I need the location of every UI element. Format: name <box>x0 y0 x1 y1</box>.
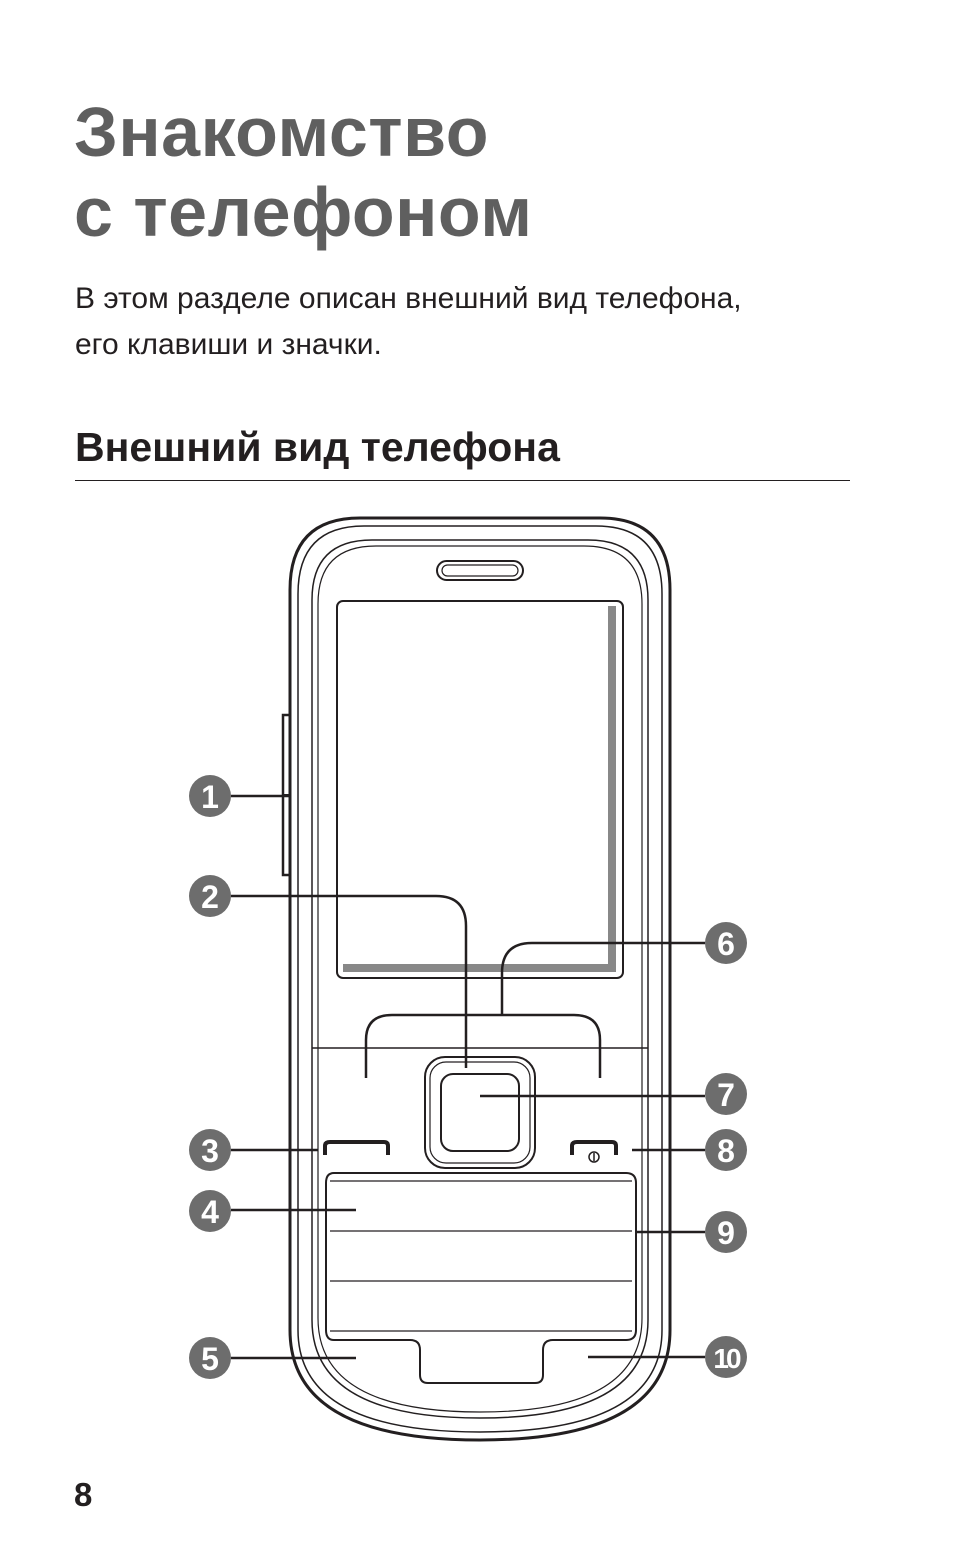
svg-text:4: 4 <box>201 1194 219 1230</box>
chapter-intro: В этом разделе описан внешний вид телефо… <box>75 276 742 368</box>
callout-2: 2 <box>189 875 231 917</box>
callout-8: 8 <box>705 1129 747 1171</box>
section-divider <box>75 480 850 481</box>
phone-outline <box>281 516 672 1442</box>
svg-text:8: 8 <box>717 1133 735 1169</box>
svg-text:3: 3 <box>201 1133 219 1169</box>
svg-text:5: 5 <box>201 1341 219 1377</box>
svg-text:6: 6 <box>717 926 735 962</box>
page-number: 8 <box>74 1476 93 1513</box>
chapter-title-line-2: с телефоном <box>74 173 533 251</box>
callout-5: 5 <box>189 1337 231 1379</box>
callout-6: 6 <box>705 922 747 964</box>
section-heading: Внешний вид телефона <box>75 424 560 470</box>
callout-9: 9 <box>705 1211 747 1253</box>
callout-10: 10 <box>705 1336 747 1378</box>
chapter-title-line-1: Знакомство <box>74 93 489 171</box>
callout-3: 3 <box>189 1129 231 1171</box>
callout-7: 7 <box>705 1073 747 1115</box>
leader-lines <box>231 794 705 1360</box>
intro-line-1: В этом разделе описан внешний вид телефо… <box>75 282 742 315</box>
svg-text:10: 10 <box>713 1343 741 1374</box>
intro-line-2: его клавиши и значки. <box>75 328 382 361</box>
svg-text:9: 9 <box>717 1215 735 1251</box>
callout-4: 4 <box>189 1190 231 1232</box>
chapter-title: Знакомство с телефоном <box>74 92 533 252</box>
callout-1: 1 <box>189 775 231 817</box>
svg-text:1: 1 <box>201 779 219 815</box>
svg-text:2: 2 <box>201 879 219 915</box>
svg-text:7: 7 <box>717 1077 735 1113</box>
